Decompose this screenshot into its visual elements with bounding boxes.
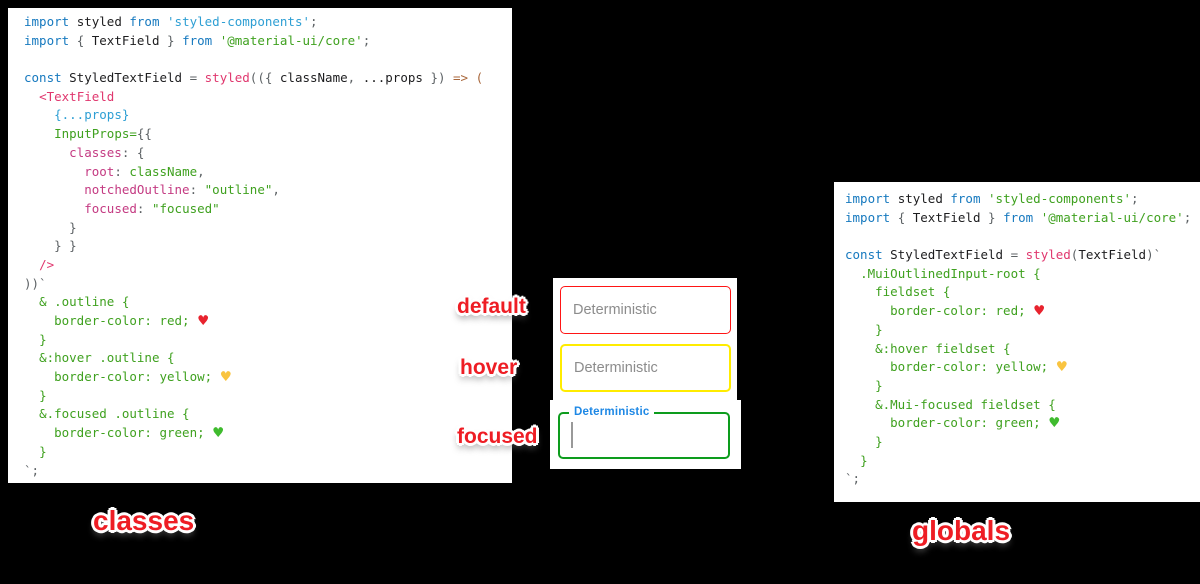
heart-icon: ♥: [1048, 415, 1061, 432]
textfield-hover[interactable]: [560, 344, 731, 392]
heart-icon: ♥: [219, 369, 232, 386]
code-line: import { TextField } from '@material-ui/…: [845, 209, 1192, 225]
code-line: [24, 50, 512, 69]
code-line: .MuiOutlinedInput-root {: [860, 265, 1041, 281]
label-focused: focused: [457, 425, 538, 448]
textfield-demo-panel: [553, 278, 737, 400]
label-hover: hover: [460, 356, 518, 379]
code-line: border-color: red; ♥: [54, 313, 210, 329]
code-line: InputProps={{: [54, 126, 152, 142]
textfield-default[interactable]: [560, 286, 731, 334]
code-line: }: [860, 452, 868, 468]
code-line: />: [39, 256, 55, 272]
code-line: `;: [24, 462, 40, 478]
code-line: & .outline {: [39, 294, 130, 310]
code-line: &:hover fieldset {: [875, 340, 1011, 356]
label-globals: globals: [912, 515, 1011, 546]
code-line: &.Mui-focused fieldset {: [875, 396, 1056, 412]
code-line: }: [39, 387, 47, 403]
code-panel-classes: import styled from 'styled-components'; i…: [8, 8, 512, 483]
code-line: }: [875, 321, 883, 337]
code-line: `;: [845, 471, 861, 487]
label-classes: classes: [93, 505, 195, 536]
code-line: import styled from 'styled-components';: [24, 14, 318, 29]
textfield-focused-panel: Deterministic: [550, 400, 741, 469]
code-line: border-color: yellow; ♥: [54, 369, 232, 386]
code-line: } }: [24, 238, 77, 254]
code-line: &:hover .outline {: [39, 350, 175, 366]
code-line: const StyledTextField = styled(TextField…: [845, 247, 1162, 263]
code-line: const StyledTextField = styled(({ classN…: [24, 70, 484, 86]
code-line: }: [875, 377, 883, 393]
heart-icon: ♥: [1033, 303, 1046, 320]
label-default: default: [457, 295, 526, 318]
heart-icon: ♥: [1055, 359, 1068, 376]
code-line: }: [24, 219, 77, 235]
code-line: &.focused .outline {: [39, 406, 190, 422]
code-line: }: [875, 433, 883, 449]
code-line: {...props}: [54, 107, 130, 123]
code-line: classes: {: [69, 144, 145, 160]
code-line: fieldset {: [875, 284, 951, 300]
code-line: }: [39, 331, 47, 347]
code-line: [845, 227, 1200, 246]
code-panel-globals: import styled from 'styled-components'; i…: [834, 182, 1200, 502]
code-line: notchedOutline: "outline",: [84, 182, 280, 198]
code-line: border-color: green; ♥: [890, 415, 1061, 432]
code-line: import { TextField } from '@material-ui/…: [24, 32, 371, 48]
text-cursor: [571, 422, 573, 448]
code-line: border-color: green; ♥: [54, 425, 225, 442]
code-line: import styled from 'styled-components';: [845, 191, 1139, 206]
floating-label: Deterministic: [569, 406, 655, 418]
code-line: <TextField: [39, 88, 115, 104]
code-line: }: [39, 443, 47, 459]
heart-icon: ♥: [212, 425, 225, 442]
code-line: focused: "focused": [84, 200, 220, 216]
code-line: border-color: yellow; ♥: [890, 359, 1068, 376]
code-line: root: className,: [84, 163, 205, 179]
code-line: ))`: [24, 275, 47, 291]
code-line: border-color: red; ♥: [890, 303, 1046, 320]
textfield-focused[interactable]: Deterministic: [558, 406, 730, 459]
heart-icon: ♥: [197, 313, 210, 329]
